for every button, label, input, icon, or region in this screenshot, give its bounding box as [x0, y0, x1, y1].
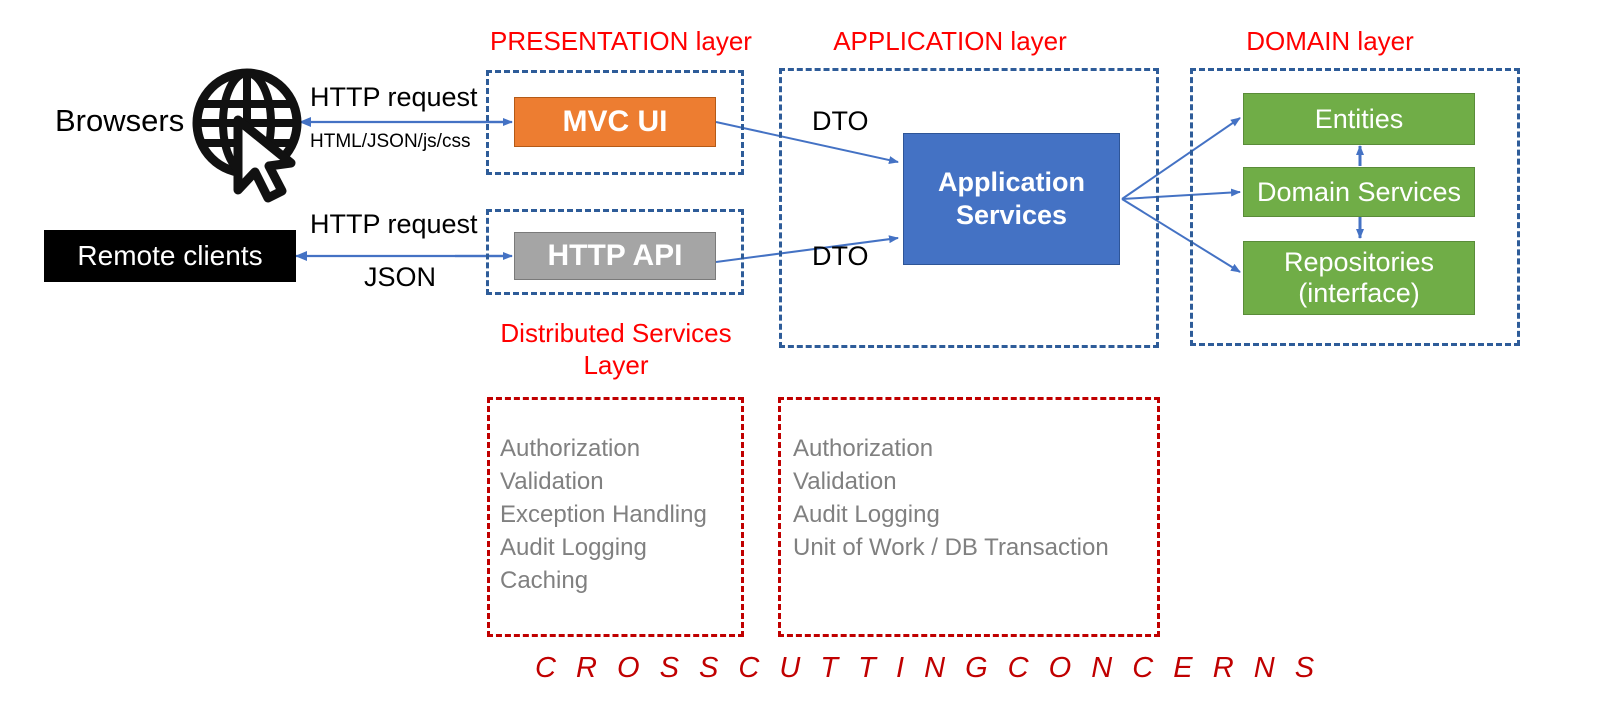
presentation-cross-cutting-list: Authorization Validation Exception Handl…: [500, 435, 707, 594]
browser-http-request-label: HTTP request: [310, 82, 478, 112]
application-services-box[interactable]: Application Services: [903, 133, 1120, 265]
presentation-layer-title: PRESENTATION layer: [490, 26, 752, 56]
browsers-label: Browsers: [55, 103, 185, 138]
remote-response-label: JSON: [364, 262, 437, 292]
dto-bottom-label: DTO: [812, 241, 869, 271]
repositories-box[interactable]: Repositories (interface): [1243, 241, 1475, 315]
http-api-box[interactable]: HTTP API: [514, 232, 716, 280]
remote-clients-label: Remote clients: [77, 240, 263, 271]
globe-cursor-icon: [192, 68, 302, 203]
presentation-mvc-container: [486, 70, 744, 175]
application-cross-cutting-list: Authorization Validation Audit Logging U…: [793, 435, 1109, 561]
presentation-cross-cutting-container: [487, 397, 744, 637]
remote-clients-box: Remote clients: [44, 230, 296, 282]
mvc-ui-label: MVC UI: [562, 105, 668, 138]
domain-services-box[interactable]: Domain Services: [1243, 167, 1475, 217]
entities-box[interactable]: Entities: [1243, 93, 1475, 145]
distributed-services-layer-title: Distributed Services Layer: [500, 318, 732, 380]
application-layer-container: [779, 68, 1159, 348]
browser-response-label: HTML/JSON/js/css: [310, 131, 471, 152]
application-layer-title: APPLICATION layer: [833, 26, 1067, 56]
application-services-label-line1: Application: [938, 167, 1085, 197]
repositories-label-line1: Repositories: [1283, 247, 1435, 277]
presentation-api-container: [486, 209, 744, 295]
entities-label: Entities: [1314, 103, 1404, 134]
application-services-label-line2: Services: [955, 200, 1068, 230]
cross-cutting-concerns-caption: C R O S S C U T T I N G C O N C E R N S: [535, 652, 1321, 684]
domain-layer-container: [1190, 68, 1520, 346]
dto-top-label: DTO: [812, 106, 869, 136]
domain-layer-title: DOMAIN layer: [1246, 26, 1414, 56]
remote-http-request-label: HTTP request: [310, 209, 478, 239]
domain-services-label: Domain Services: [1256, 176, 1462, 207]
mvc-ui-box[interactable]: MVC UI: [514, 97, 716, 147]
http-api-label: HTTP API: [547, 239, 683, 272]
repositories-label-line2: (interface): [1298, 278, 1420, 308]
application-cross-cutting-container: [778, 397, 1160, 637]
